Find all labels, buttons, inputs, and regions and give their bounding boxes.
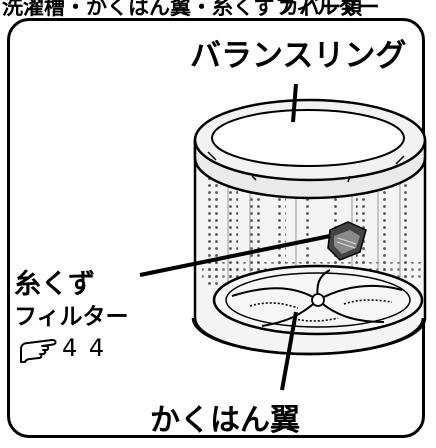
lint-filter-shape (327, 221, 367, 261)
pulsator-leader (280, 311, 298, 391)
page-header: 洗濯槽・かくはん翼・糸くずフィルター カバー類 (0, 0, 436, 17)
lint-filter-leader (139, 234, 331, 277)
pulsator-shape (191, 264, 425, 356)
lint-filter-label-line2: フィルター (14, 304, 129, 330)
pulsator-label: かくはん翼 (150, 403, 300, 438)
balance-ring-label: バランスリング (190, 38, 407, 74)
balance-ring-leader (291, 83, 298, 123)
balance-ring-shape (193, 98, 427, 200)
header-left-text: 洗濯槽・かくはん翼・糸くずフィルター (2, 0, 380, 17)
pointing-hand-icon (20, 338, 57, 363)
page-reference-number: 4 4 (62, 334, 107, 362)
header-right-text: カバー類 (278, 0, 362, 17)
lint-filter-label-line1: 糸くず (14, 269, 95, 300)
